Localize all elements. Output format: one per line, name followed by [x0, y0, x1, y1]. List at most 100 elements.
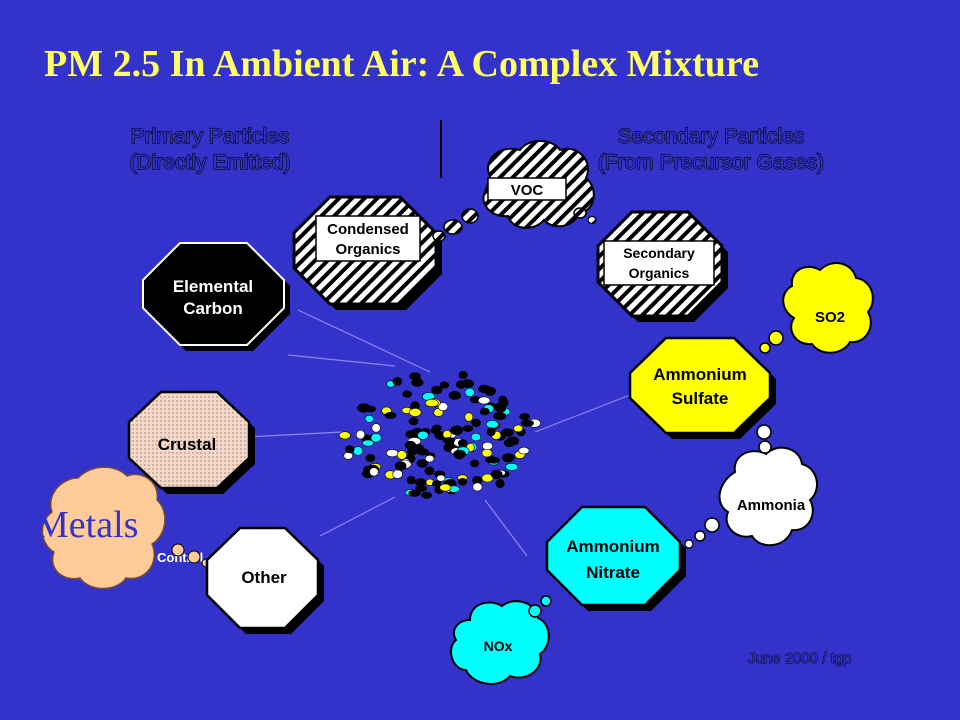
crustal-label: Crustal [158, 435, 217, 454]
particle [458, 370, 468, 379]
particle [417, 430, 429, 440]
particle [495, 478, 505, 488]
particle [470, 459, 480, 468]
particle [355, 429, 366, 440]
ammonia-label: Ammonia [737, 497, 806, 514]
particle [392, 376, 403, 386]
secondary-organics-label-line2: Organics [629, 265, 690, 281]
particle [406, 476, 416, 485]
elemental-carbon-label-line1: Elemental [173, 277, 253, 296]
particle [430, 426, 440, 435]
particle [370, 433, 382, 443]
particle [464, 387, 475, 397]
condensed-organics-label-line2: Organics [335, 241, 400, 258]
particle [439, 381, 450, 389]
elemental-carbon-octagon: Elemental Carbon [142, 242, 290, 351]
particle [458, 477, 468, 486]
particle [478, 384, 491, 394]
particle [472, 482, 483, 492]
particle [470, 432, 482, 442]
particle [394, 461, 407, 471]
secondary-particles-header: Secondary Particles (From Precursor Gase… [572, 124, 850, 176]
particle [369, 467, 379, 477]
particle [485, 419, 499, 429]
secondary-header-line2: (From Precursor Gases) [597, 150, 825, 174]
other-octagon: Other [205, 526, 324, 634]
particle [361, 439, 374, 447]
ammonium-nitrate-label-line1: Ammonium [566, 537, 660, 556]
particle [462, 425, 474, 432]
metals-blob: Metals [35, 466, 166, 590]
particle [464, 412, 474, 422]
connector-lines [246, 309, 631, 557]
metals-label: Metals [35, 504, 138, 546]
primary-particles-header: Primary Particles (Directly Emitted) [98, 124, 322, 176]
particle [414, 478, 427, 487]
ammonia-cloud: Ammonia [684, 424, 818, 549]
nox-cloud: NOx [450, 595, 552, 685]
particle [396, 450, 408, 460]
particle [424, 466, 435, 476]
particle [448, 390, 461, 400]
particle [384, 411, 397, 419]
particle [453, 449, 466, 459]
particle [385, 449, 399, 458]
particle [371, 423, 381, 433]
secondary-organics-octagon: Secondary Organics [596, 210, 728, 322]
so2-label: SO2 [815, 309, 845, 326]
ammonium-nitrate-label-line2: Nitrate [586, 563, 640, 582]
footer-credit: June 2000 / tgp [748, 650, 851, 667]
particle [457, 439, 468, 447]
particle [495, 403, 507, 413]
particle [416, 459, 428, 468]
particle [505, 462, 519, 471]
slide-title: PM 2.5 In Ambient Air: A Complex Mixture [44, 43, 759, 85]
other-label: Other [241, 568, 287, 587]
particle [437, 402, 449, 412]
particle [411, 378, 424, 387]
particle [432, 480, 442, 488]
condensed-organics-label-line1: Condensed [327, 221, 409, 238]
particle [364, 414, 375, 423]
particle [392, 469, 403, 479]
secondary-organics-label-line1: Secondary [623, 245, 695, 261]
particle [490, 469, 503, 480]
particle [501, 453, 515, 463]
particle [338, 431, 351, 440]
primary-header-line2: (Directly Emitted) [129, 150, 291, 174]
particle [493, 411, 507, 420]
particle [481, 448, 493, 458]
particle [416, 448, 429, 456]
particle [404, 440, 417, 450]
particle [436, 474, 446, 482]
particle [471, 418, 481, 428]
particle [442, 437, 456, 444]
voc-cloud: VOC [432, 140, 597, 242]
particle [365, 453, 376, 462]
particle [425, 454, 435, 463]
ammonium-sulfate-octagon: Ammonium Sulfate [628, 336, 776, 439]
particle [408, 407, 422, 417]
ammonium-sulfate-label-line2: Sulfate [672, 389, 729, 408]
particle [431, 385, 443, 395]
particle [479, 407, 490, 416]
particle [402, 390, 412, 398]
so2-cloud: SO2 [759, 262, 874, 354]
particle [500, 428, 514, 437]
particle [421, 491, 432, 499]
particle [487, 456, 500, 464]
particle [450, 425, 464, 436]
particle [352, 446, 364, 456]
particle [345, 445, 355, 454]
crustal-octagon: Crustal [127, 390, 255, 494]
particle [439, 483, 452, 492]
particle [408, 489, 421, 497]
nox-label: NOx [484, 638, 513, 654]
particle [477, 396, 491, 405]
particle [518, 446, 530, 455]
ammonium-sulfate-label-line1: Ammonium [653, 365, 747, 384]
particle [503, 438, 515, 448]
primary-header-line1: Primary Particles [130, 124, 290, 148]
elemental-carbon-label-line2: Carbon [183, 299, 243, 318]
